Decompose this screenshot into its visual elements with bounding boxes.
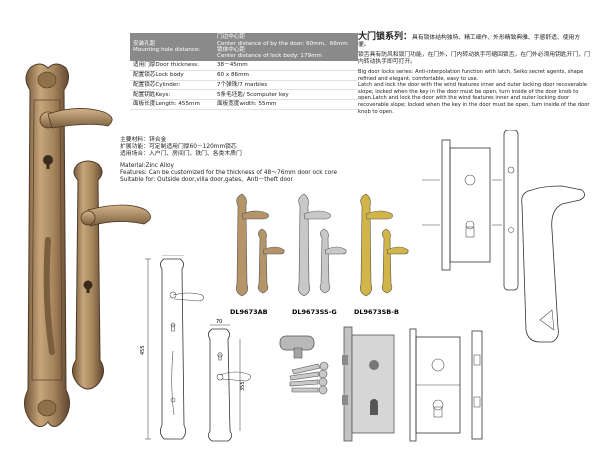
variant-short-lever bbox=[262, 246, 285, 255]
spec-label: 配置锁芯Cylinder: bbox=[130, 80, 214, 91]
variant-lever bbox=[303, 210, 331, 220]
dim-small-width: 70 bbox=[216, 319, 222, 325]
dimension-lines bbox=[145, 255, 184, 440]
material-cn-line: 主要材料：锌合金 bbox=[120, 137, 167, 143]
spec-value: 5条毛坯匙/ 5computer key bbox=[214, 89, 358, 101]
material-cn-line: 适用场合：入户门、房间门、铁门、各类木质门 bbox=[120, 151, 242, 157]
variant-item: DL9673AB bbox=[230, 193, 285, 316]
dim-small-height: 355 bbox=[240, 381, 246, 391]
drawing-long-plate bbox=[160, 258, 204, 440]
exploded-grip bbox=[521, 185, 585, 343]
spec-label: 安装孔距 Mounting hole distance: bbox=[130, 33, 214, 61]
main-lock-photo bbox=[24, 63, 151, 427]
variant-group: DL9673AB DL9673SS-G DL9673SB-B bbox=[230, 193, 409, 316]
drawing-short-plate bbox=[208, 324, 251, 442]
mortise-drawing bbox=[409, 328, 483, 442]
material-en-line: Material:Zinc Alloy bbox=[120, 163, 174, 169]
spec-value: 面板宽度width: 55mm bbox=[214, 99, 358, 110]
dim-plate-length: 455 bbox=[140, 345, 146, 355]
key-cylinder-upper bbox=[43, 155, 53, 169]
variant-short-plate bbox=[381, 228, 393, 294]
variant-lever bbox=[365, 210, 393, 220]
spec-table: 安装孔距 Mounting hole distance:门边中心距 Center… bbox=[130, 33, 358, 110]
spec-label: 配置钥匙Keys: bbox=[130, 89, 214, 101]
exploded-mortise bbox=[441, 139, 491, 271]
variant-code: DL9673AB bbox=[230, 308, 268, 316]
variant-item: DL9673SB-B bbox=[354, 193, 409, 316]
variant-short-plate bbox=[257, 228, 269, 294]
spec-label: 面板长度Length: 455mm bbox=[130, 99, 214, 110]
spec-label: 适用门厚Door thickness: bbox=[130, 61, 214, 71]
spec-table-body: 安装孔距 Mounting hole distance:门边中心距 Center… bbox=[130, 33, 358, 110]
variant-short-lever bbox=[386, 246, 409, 255]
variant-lever bbox=[241, 210, 269, 220]
material-en-line: Features: Can be customized for the thic… bbox=[120, 170, 338, 176]
dimension-drawing: 55 455 70 355 bbox=[140, 255, 251, 442]
spec-row: 配置锁芯Cylinder:7个弹珠/7 marbles bbox=[130, 80, 358, 91]
lever-handle bbox=[39, 108, 113, 129]
variant-short-plate bbox=[319, 228, 331, 294]
material-en-block: Material:Zinc Alloy Features: Can be cus… bbox=[120, 163, 360, 184]
dim-plate-width: 55 bbox=[170, 255, 176, 256]
variant-short-lever bbox=[324, 246, 347, 255]
spec-value: 38－45mm bbox=[214, 61, 358, 71]
series-desc-cn-2: 锁舌具有防风和锁门功能，在门外，门内转动执手可缩回锁舌，在门外必须用钥匙开门，门… bbox=[358, 52, 590, 65]
material-cn-block: 主要材料：锌合金 扩展功能：可定制适用门厚60－120mm锁芯 适用场合：入户门… bbox=[120, 137, 350, 158]
variant-item: DL9673SS-G bbox=[292, 193, 347, 316]
series-desc-en: Big door locks series: Anti-interpolatio… bbox=[358, 69, 590, 115]
key-set bbox=[289, 361, 329, 395]
exploded-assembly-drawing bbox=[422, 130, 585, 343]
spec-row: 适用门厚Door thickness:38－45mm bbox=[130, 61, 358, 71]
exploded-screws bbox=[422, 179, 502, 226]
spec-row: 安装孔距 Mounting hole distance:门边中心距 Center… bbox=[130, 33, 358, 61]
series-title: 大门锁系列： bbox=[358, 32, 413, 42]
series-description: 大门锁系列：具有锁体结构独特、精工细作、外形精致典雅、手感舒适、使用方便。 锁舌… bbox=[358, 32, 590, 115]
grip-plate bbox=[43, 160, 151, 390]
cylinder-keys-photo bbox=[279, 335, 329, 395]
spec-value: 7个弹珠/7 marbles bbox=[214, 80, 358, 91]
variant-code: DL9673SS-G bbox=[292, 308, 337, 316]
exploded-back-plate bbox=[503, 130, 519, 291]
mortise-lock-photo bbox=[342, 326, 395, 442]
variant-photos: DL9673AB DL9673SS-G DL9673SB-B bbox=[230, 193, 409, 316]
variant-long-plate bbox=[235, 193, 249, 297]
variant-long-plate bbox=[359, 193, 373, 297]
variant-code: DL9673SB-B bbox=[354, 308, 399, 316]
spec-row: 配置钥匙Keys:5条毛坯匙/ 5computer key bbox=[130, 89, 358, 101]
series-desc-cn-1: 具有锁体结构独特、精工细作、外形精致典雅、手感舒适、使用方便。 bbox=[358, 35, 581, 48]
material-cn-line: 扩展功能：可定制适用门厚60－120mm锁芯 bbox=[120, 144, 237, 150]
spec-label: 配置锁芯Lock body bbox=[130, 70, 214, 81]
variant-long-plate bbox=[297, 193, 311, 297]
spec-value: 60 x 86mm bbox=[214, 70, 358, 81]
material-en-line: Suitable for: Outside door,villa door,ga… bbox=[120, 177, 293, 183]
spec-value: 门边中心距 Center distance of by the door: 60… bbox=[214, 33, 358, 61]
